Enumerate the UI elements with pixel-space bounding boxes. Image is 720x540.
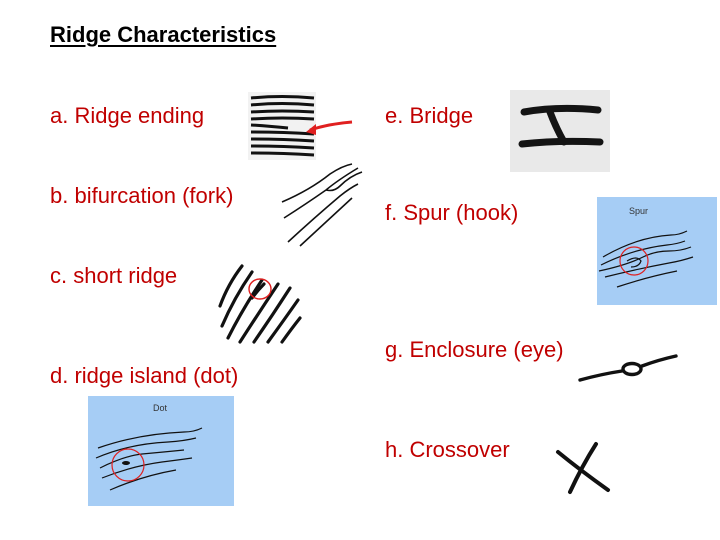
ridge-island-image: Dot [88,396,234,506]
ridge-ending-image [248,92,358,162]
enclosure-image [578,348,680,388]
bridge-image [510,90,610,172]
label-bifurcation: b. bifurcation (fork) [50,183,234,208]
dot-caption: Dot [153,403,168,413]
label-spur: f. Spur (hook) [385,200,519,225]
label-ridge-ending: a. Ridge ending [50,103,205,128]
spur-caption: Spur [629,206,648,216]
short-ridge-image [218,262,303,344]
label-crossover: h. Crossover [385,437,510,462]
label-bridge: e. Bridge [385,103,474,128]
page-title: Ridge Characteristics [50,22,277,47]
label-ridge-island: d. ridge island (dot) [50,363,239,388]
label-enclosure: g. Enclosure (eye) [385,337,564,362]
crossover-image [552,440,612,498]
bifurcation-image [280,162,365,247]
spur-image: Spur [597,197,717,305]
label-short-ridge: c. short ridge [50,263,178,288]
